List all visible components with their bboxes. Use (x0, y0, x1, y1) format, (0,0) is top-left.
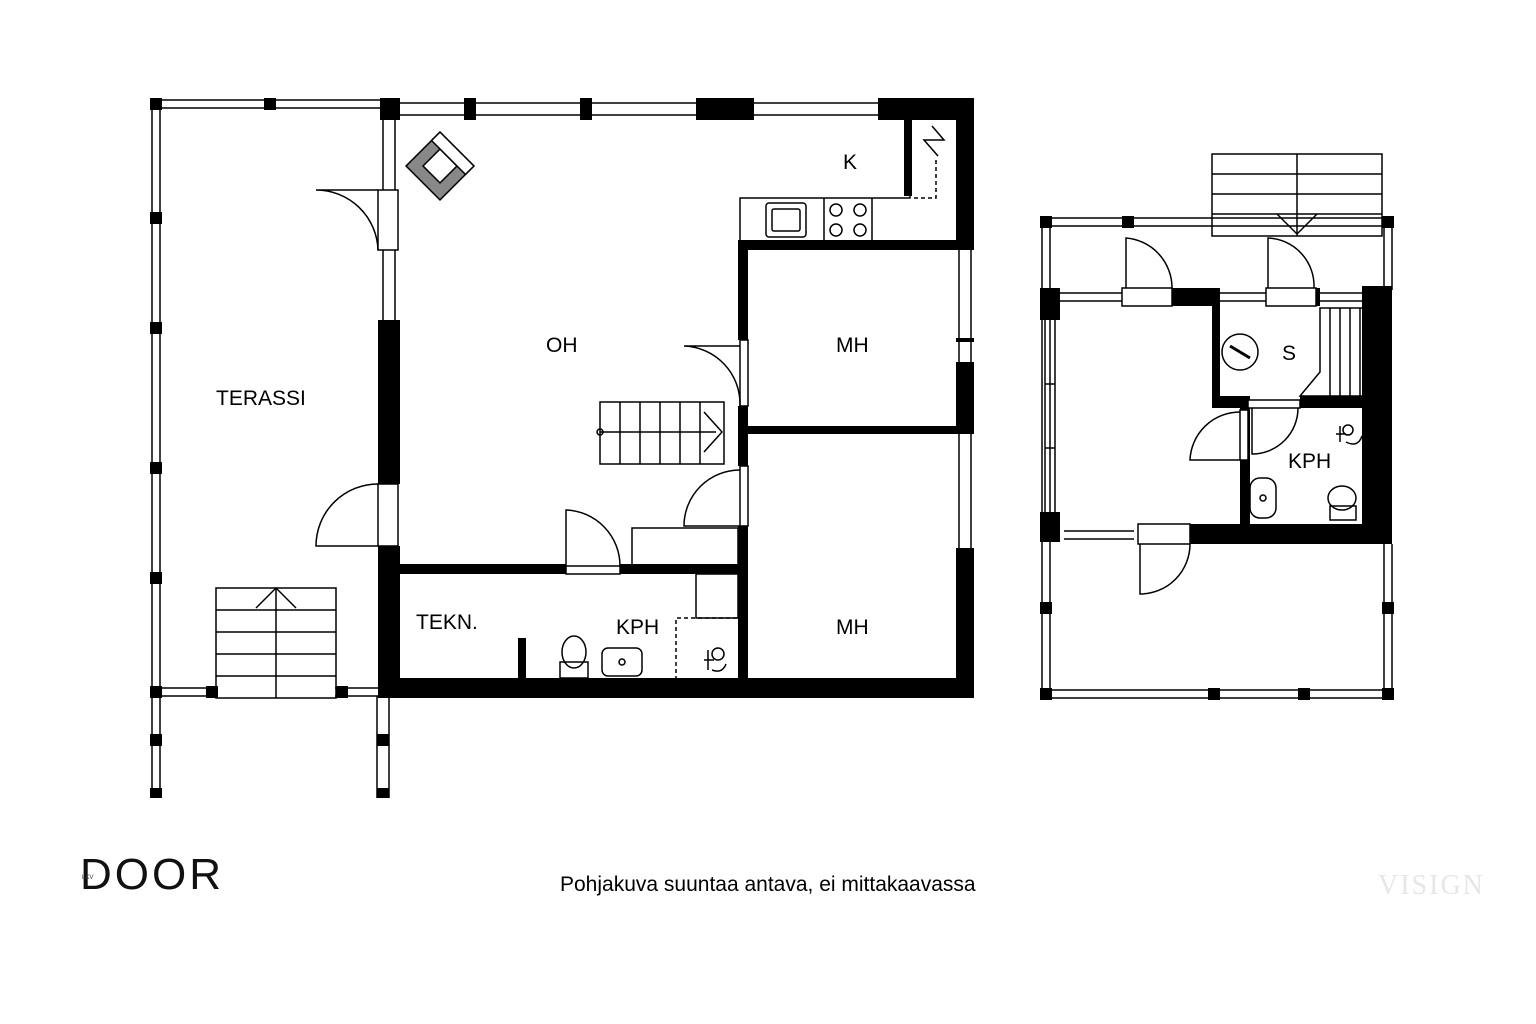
brand-logo: DOOR (80, 850, 224, 899)
room-label-mh-2: MH (836, 616, 869, 639)
room-label-terassi: TERASSI (216, 387, 306, 410)
sauna-walls (1040, 216, 1394, 700)
terrace-outline (151, 99, 390, 798)
room-label-mh-1: MH (836, 334, 869, 357)
plan-caption: Pohjakuva suuntaa antava, ei mittakaavas… (560, 873, 976, 896)
terrace-posts (150, 98, 389, 798)
fireplace-icon (404, 130, 476, 202)
kitchen-counter (739, 120, 946, 240)
room-label-tekn: TEKN. (416, 611, 478, 634)
room-labels: TERASSI OH K MH MH TEKN. KPH S KPH (216, 151, 1331, 639)
sauna-fixtures (1221, 307, 1371, 521)
main-house-walls (378, 98, 974, 698)
interior-stairs (596, 401, 725, 465)
room-label-s: S (1282, 342, 1296, 365)
main-house-doors (315, 189, 749, 575)
main-house-windows (382, 102, 972, 548)
brand-tag: LKV (82, 875, 94, 881)
main-bath-fixtures (559, 527, 739, 680)
sauna-doors (1121, 237, 1317, 595)
room-label-k: K (843, 151, 857, 174)
room-label-kph-2: KPH (1288, 450, 1331, 473)
room-label-oh: OH (546, 334, 578, 357)
room-label-kph-1: KPH (616, 616, 659, 639)
terrace-stairs (215, 586, 337, 699)
watermark: VISIGN (1378, 870, 1485, 901)
